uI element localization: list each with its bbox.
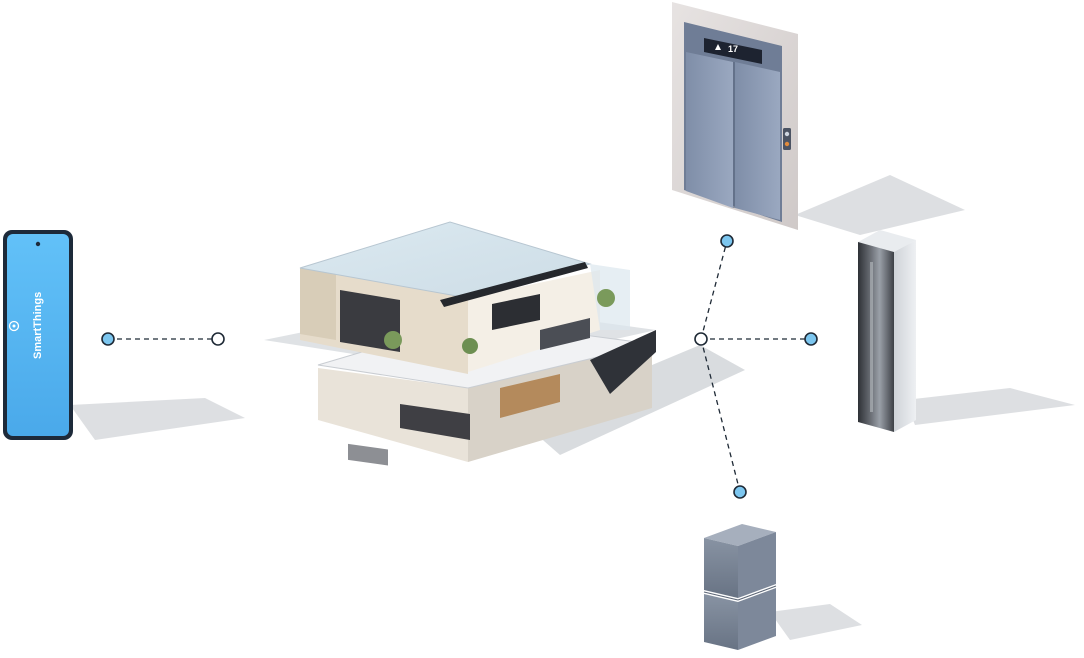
phone-app-label: SmartThings (32, 292, 44, 359)
smartthings-logo-icon (8, 320, 20, 332)
appliance-node (733, 485, 747, 499)
house-cutaway-icon (264, 221, 656, 466)
steel-cabinet-device (858, 230, 916, 432)
hub-to-elevator-line (700, 240, 728, 340)
elevator-floor-display: 17 (728, 44, 738, 54)
house-input-node (211, 332, 225, 346)
house-hub-node (694, 332, 708, 346)
phone-node (101, 332, 115, 346)
elevator-node (720, 234, 734, 248)
connection-nodes (101, 234, 818, 499)
stacked-appliance-device (703, 524, 777, 650)
up-arrow-icon (715, 44, 721, 50)
elevator-device: 17 (672, 2, 798, 230)
call-buttons (783, 128, 791, 150)
connector-lines (108, 240, 811, 493)
smartphone-device: SmartThings (3, 230, 73, 440)
tower-node (804, 332, 818, 346)
